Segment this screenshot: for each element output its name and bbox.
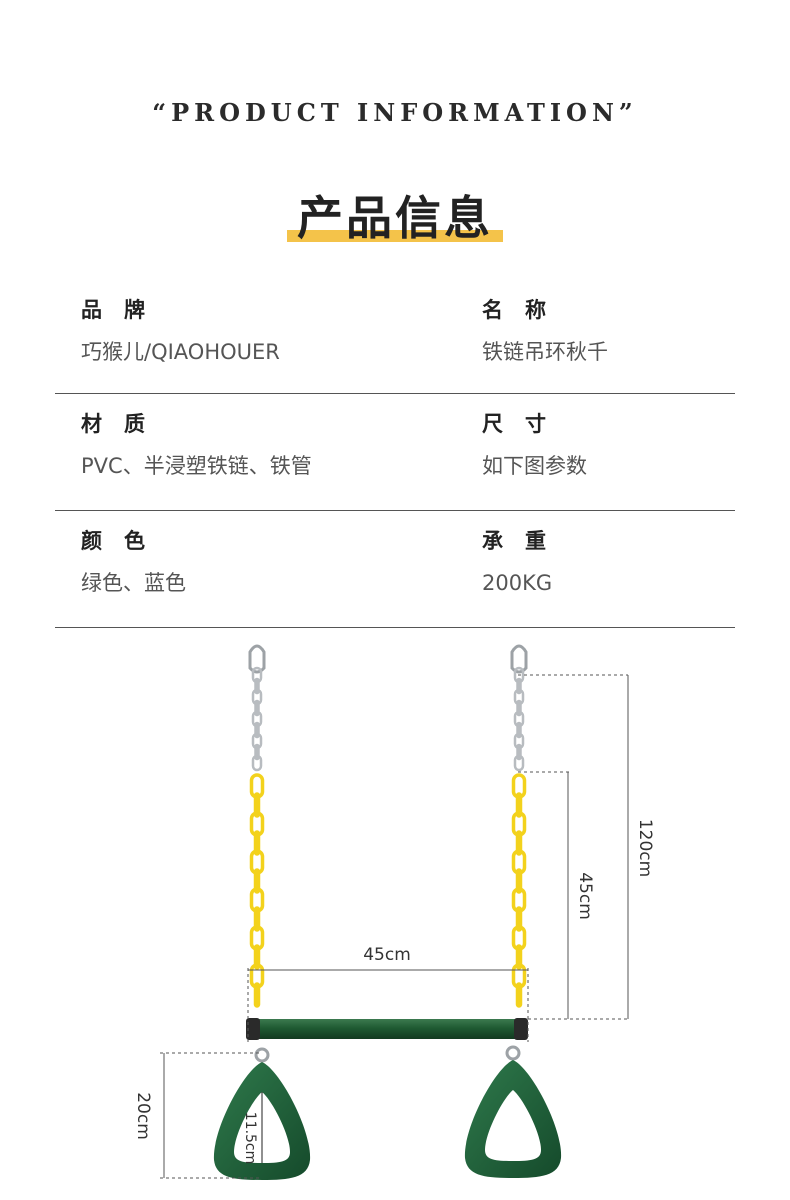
title-wrapper: 产品信息: [0, 188, 790, 248]
dimension-ring-inner: 11.5cm: [242, 1112, 258, 1165]
spec-value-brand: 巧猴儿/QIAOHOUER: [81, 340, 280, 364]
chain-link: [515, 982, 523, 1008]
right-yellow-chain: [511, 773, 527, 1008]
spec-row: 颜色 绿色、蓝色 承重 200KG: [55, 511, 735, 628]
dimension-lines: [160, 674, 629, 1179]
left-ring-link: [254, 1047, 270, 1063]
dimension-ring-height: 20cm: [133, 1092, 153, 1140]
spec-value-name: 铁链吊环秋千: [482, 340, 608, 364]
right-ring: [464, 1060, 562, 1178]
page-title: 产品信息: [297, 191, 493, 245]
left-ring: [213, 1062, 311, 1180]
chain-link: [253, 830, 261, 856]
dimension-bar-width: 45cm: [363, 945, 411, 965]
chain-link: [253, 906, 261, 932]
spec-value-load: 200KG: [482, 571, 553, 595]
spec-row: 材质 PVC、半浸塑铁链、铁管 尺寸 如下图参数: [55, 394, 735, 511]
chain-link: [515, 830, 523, 856]
spec-label-size: 尺寸: [482, 412, 568, 436]
right-metal-chain: [513, 666, 525, 772]
spec-label-color: 颜色: [81, 529, 167, 553]
spec-label-load: 承重: [482, 529, 568, 553]
swing-bar: [248, 1019, 528, 1039]
spec-cell-size: 尺寸 如下图参数: [482, 410, 587, 480]
chain-link: [515, 906, 523, 932]
right-ring-link: [505, 1045, 521, 1061]
chain-link: [253, 792, 261, 818]
english-heading: “PRODUCT INFORMATION”: [152, 98, 638, 127]
chain-link: [253, 868, 261, 894]
chain-link: [251, 754, 263, 772]
spec-label-brand: 品牌: [81, 298, 167, 322]
spec-table: 品牌 巧猴儿/QIAOHOUER 名称 铁链吊环秋千 材质 PVC、半浸塑铁链、…: [55, 280, 735, 628]
spec-label-material: 材质: [81, 412, 167, 436]
spec-cell-load: 承重 200KG: [482, 527, 568, 597]
chain-link: [515, 868, 523, 894]
spec-cell-brand: 品牌 巧猴儿/QIAOHOUER: [81, 296, 280, 366]
spec-value-size: 如下图参数: [482, 454, 587, 478]
chain-link: [513, 754, 525, 772]
left-metal-chain: [251, 666, 263, 772]
product-diagram: 45cm 120cm 45cm 20cm 11.5cm: [133, 644, 655, 1180]
spec-cell-material: 材质 PVC、半浸塑铁链、铁管: [81, 410, 312, 480]
dimension-chain-length: 45cm: [575, 872, 595, 920]
spec-value-material: PVC、半浸塑铁链、铁管: [81, 454, 312, 478]
bar-cap-left: [246, 1018, 260, 1040]
spec-cell-name: 名称 铁链吊环秋千: [482, 296, 608, 366]
spec-cell-color: 颜色 绿色、蓝色: [81, 527, 186, 597]
bar-cap-right: [514, 1018, 528, 1040]
left-yellow-chain: [249, 773, 265, 1008]
chain-link: [253, 944, 261, 970]
chain-link: [253, 982, 261, 1008]
title-underline-bar: [287, 230, 503, 242]
chain-link: [515, 792, 523, 818]
spec-row: 品牌 巧猴儿/QIAOHOUER 名称 铁链吊环秋千: [55, 280, 735, 394]
spec-label-name: 名称: [482, 298, 568, 322]
title-box: 产品信息: [287, 188, 503, 248]
dimension-total-height: 120cm: [635, 819, 655, 877]
chain-link: [515, 944, 523, 970]
spec-value-color: 绿色、蓝色: [81, 571, 186, 595]
